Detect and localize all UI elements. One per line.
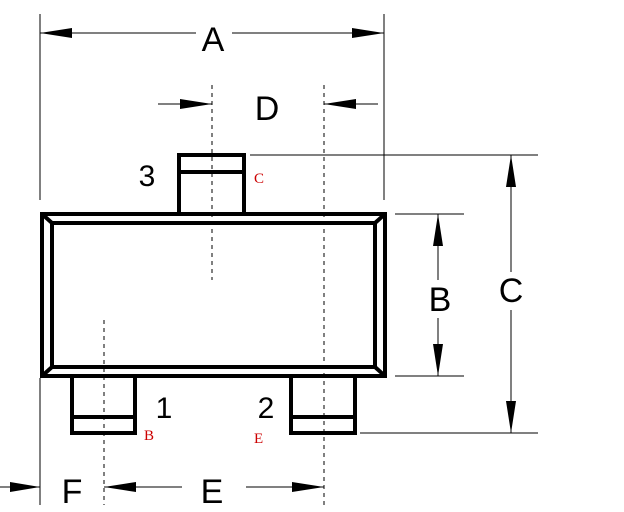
dim-d-arrow-left [180, 99, 212, 109]
pin-2-name: E [254, 431, 263, 447]
pin-3-name: C [254, 171, 264, 187]
chamfer-bottom-right [373, 365, 387, 378]
dim-d-arrow-right [324, 99, 356, 109]
pin-2-number: 2 [258, 392, 275, 425]
dim-c-label: C [499, 272, 524, 310]
dim-e-label: E [201, 473, 224, 511]
chamfer-bottom-left [40, 365, 54, 378]
dim-f-label: F [62, 473, 83, 511]
dim-c-arrow-top [506, 155, 516, 187]
pin-3-outline [177, 153, 246, 216]
pin-1-lead [70, 374, 137, 435]
pin-1-number: 1 [156, 392, 173, 425]
dim-b-arrow-bottom [433, 344, 443, 376]
dim-e-arrow-right [292, 482, 324, 492]
dim-a-label: A [202, 21, 225, 59]
pin-2-outline [289, 374, 357, 435]
pin-3-number: 3 [139, 160, 156, 193]
pin-3-lead [177, 153, 246, 216]
package-body [40, 212, 387, 378]
dim-b-label: B [429, 281, 452, 319]
package-outline [40, 212, 387, 378]
chamfer-top-left [40, 212, 54, 225]
pin-2-lead [289, 374, 357, 435]
package-inner-outline [50, 221, 377, 369]
pin-1-name: B [144, 428, 154, 444]
dim-a-arrow-left [40, 28, 72, 38]
dim-b-arrow-top [433, 214, 443, 246]
dim-c-arrow-bottom [506, 401, 516, 433]
pin-1-outline [70, 374, 137, 435]
dim-f-arrow [10, 482, 40, 492]
dim-e-arrow-left [104, 482, 136, 492]
dim-d-label: D [255, 90, 280, 128]
chamfer-top-right [373, 212, 387, 225]
dim-a-arrow-right [352, 28, 384, 38]
